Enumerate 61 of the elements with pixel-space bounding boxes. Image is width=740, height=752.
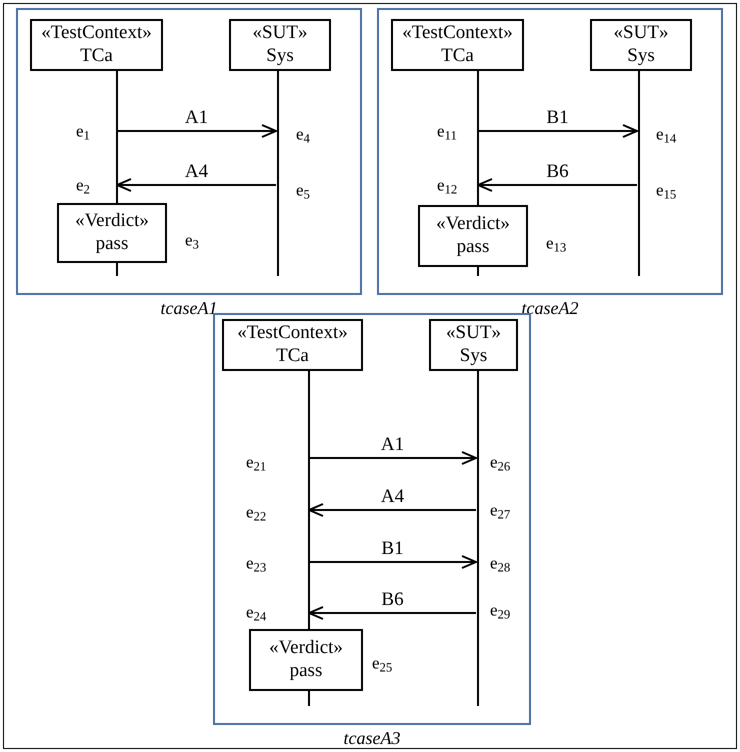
message-arrow	[308, 503, 476, 517]
lifeline-header-box	[418, 205, 528, 267]
message-arrow	[309, 555, 477, 569]
message-arrow	[117, 124, 277, 138]
stereotype-text: «TestContext»	[41, 22, 152, 45]
lifeline-header-box	[222, 319, 363, 371]
event-label: e$_{23}$	[246, 554, 266, 572]
panel-label: tcaseA2	[520, 298, 580, 318]
event-label: e$_{21}$	[246, 454, 266, 470]
event-label: e$_{25}$	[372, 654, 392, 672]
event-label: e$_{28}$	[490, 554, 510, 572]
name-text: Sys	[627, 45, 655, 68]
lifeline-header-box	[57, 203, 167, 263]
stereotype-text: «Verdict»	[269, 637, 343, 660]
panel-label: tcaseA3	[342, 728, 402, 748]
name-text: pass	[290, 660, 322, 683]
lifeline	[277, 71, 279, 276]
lifeline-header-box	[429, 319, 518, 371]
name-text: TCa	[276, 345, 309, 368]
lifeline	[638, 71, 640, 276]
message-arrow	[309, 451, 477, 465]
stereotype-text: «Verdict»	[75, 210, 149, 233]
event-label: e$_{14}$	[656, 126, 676, 142]
event-label: e$_{12}$	[437, 176, 458, 194]
stereotype-text: «SUT»	[446, 322, 501, 345]
event-label: e$_{5}$	[296, 182, 310, 198]
message-arrow	[477, 178, 637, 192]
message-arrow	[308, 606, 476, 620]
name-text: pass	[96, 233, 128, 256]
name-text: TCa	[441, 45, 474, 68]
event-label: e$_{4}$	[296, 126, 310, 142]
lifeline-header-box	[590, 19, 692, 71]
outer-frame	[3, 3, 737, 749]
stereotype-text: «SUT»	[252, 22, 308, 45]
event-label: e$_{29}$	[490, 602, 510, 618]
stereotype-text: «TestContext»	[237, 322, 348, 345]
lifeline-header-box	[391, 19, 524, 71]
name-text: Sys	[266, 45, 294, 68]
lifeline	[477, 371, 479, 706]
event-label: e$_{2}$	[76, 176, 90, 194]
event-label: e$_{13}$	[546, 234, 566, 252]
event-label: e$_{22}$	[246, 504, 266, 520]
lifeline-header-box	[30, 19, 163, 71]
lifeline-header-box	[249, 629, 363, 691]
event-label: e$_{11}$	[437, 122, 457, 140]
name-text: Sys	[460, 345, 488, 368]
lifeline-header-box	[229, 19, 331, 71]
event-label: e$_{1}$	[76, 122, 90, 140]
panel-label: tcaseA1	[160, 298, 218, 318]
name-text: TCa	[80, 45, 113, 68]
event-label: e$_{26}$	[490, 454, 510, 470]
event-label: e$_{27}$	[490, 502, 510, 518]
event-label: e$_{3}$	[185, 232, 199, 248]
stereotype-text: «Verdict»	[436, 213, 510, 236]
event-label: e$_{24}$	[246, 604, 266, 620]
stereotype-text: «SUT»	[614, 22, 668, 45]
name-text: pass	[456, 236, 490, 259]
stereotype-text: «TestContext»	[402, 22, 513, 45]
event-label: e$_{15}$	[656, 182, 676, 198]
message-arrow	[478, 124, 638, 138]
message-arrow	[116, 178, 276, 192]
